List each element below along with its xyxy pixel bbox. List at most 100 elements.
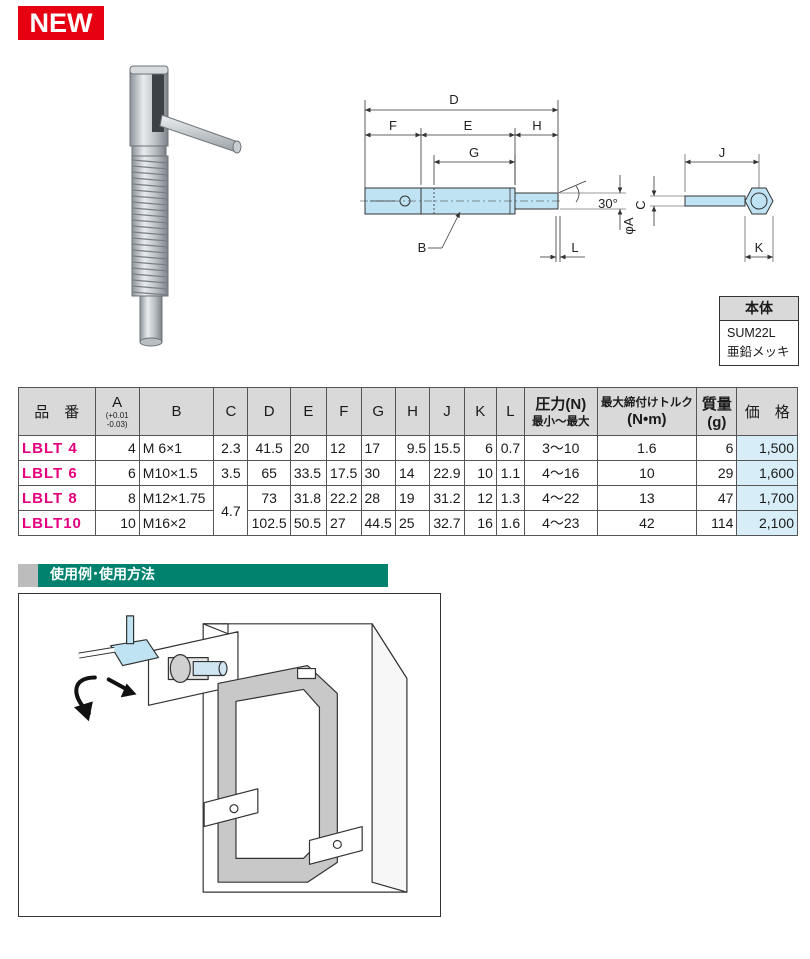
cell-g: 30 [360, 460, 396, 486]
cell-k: 16 [463, 510, 497, 536]
table-header-row: 品 番 A (+0.01 -0.03) B C D E F G H J K L … [18, 387, 798, 436]
usage-illustration [18, 593, 441, 917]
thread-line [131, 255, 169, 260]
cell-code: LBLT 8 [18, 485, 96, 511]
cell-b: M12×1.75 [138, 485, 215, 511]
dim-label-phi-a: φA [621, 217, 636, 234]
cell-k: 12 [463, 485, 497, 511]
thread-line [131, 159, 169, 164]
th-pressure: 圧力(N) 最小～最大 [524, 387, 598, 436]
cell-a: 8 [94, 485, 140, 511]
new-badge: NEW [18, 6, 104, 40]
cell-price: 2,100 [736, 510, 798, 536]
cell-e: 20 [289, 435, 328, 461]
thread-line [131, 207, 169, 212]
cell-d: 73 [247, 485, 291, 511]
cell-e: 33.5 [289, 460, 328, 486]
dimension-drawing: D F E H G B L 30° φA C J K [360, 92, 774, 262]
th-b: B [138, 387, 215, 436]
thread-line [131, 273, 169, 278]
cell-pressure: 4～23 [524, 510, 598, 536]
cell-d: 65 [247, 460, 291, 486]
th-code: 品 番 [18, 387, 96, 436]
usage-section-header: 使用例･使用方法 [18, 564, 388, 587]
cell-c: 3.5 [213, 460, 249, 486]
cell-mass: 47 [696, 485, 738, 511]
cell-j: 22.9 [429, 460, 465, 486]
th-a-tol-upper: (+0.01 [105, 411, 129, 420]
cell-code: LBLT 6 [18, 460, 96, 486]
cell-torque: 10 [596, 460, 698, 486]
cell-l: 1.1 [495, 460, 526, 486]
cell-c: 2.3 [213, 435, 249, 461]
material-header: 本体 [720, 297, 798, 321]
thread-line [131, 267, 169, 272]
cell-k: 10 [463, 460, 497, 486]
cell-f: 22.2 [326, 485, 362, 511]
th-l: L [495, 387, 526, 436]
th-torque-unit: (N•m) [627, 411, 667, 428]
dim-label-j: J [719, 145, 726, 160]
cell-pressure: 3～10 [524, 435, 598, 461]
dim-label-d: D [449, 92, 458, 107]
cell-d: 102.5 [247, 510, 291, 536]
cell-h: 14 [394, 460, 431, 486]
cell-price: 1,700 [736, 485, 798, 511]
usage-section-title: 使用例･使用方法 [50, 567, 155, 583]
dim-label-g: G [469, 145, 479, 160]
cell-e: 50.5 [289, 510, 328, 536]
thread-line [131, 225, 169, 230]
th-a-label: A [112, 394, 123, 411]
cell-torque: 42 [596, 510, 698, 536]
table-row: LBLT 8 8 M12×1.75 4.7 73 31.8 22.2 28 19… [18, 485, 798, 536]
cell-g: 28 [360, 485, 396, 511]
thread-line [131, 213, 169, 218]
thread-line [131, 195, 169, 200]
thread-line [131, 177, 169, 182]
th-e: E [289, 387, 328, 436]
cell-j: 32.7 [429, 510, 465, 536]
th-h: H [394, 387, 431, 436]
section-stripe [18, 564, 38, 587]
cell-code: LBLT10 [18, 510, 96, 536]
table-row: LBLT 4 4 M 6×1 2.3 41.5 20 12 17 9.5 15.… [18, 435, 798, 461]
cell-b: M10×1.5 [138, 460, 215, 486]
cell-a: 4 [94, 435, 140, 461]
th-torque-label: 最大締付けトルク [600, 397, 693, 409]
cell-l: 1.6 [495, 510, 526, 536]
product-photo [129, 65, 242, 347]
th-j: J [429, 387, 465, 436]
cell-mass: 114 [696, 510, 738, 536]
cell-b: M16×2 [138, 510, 215, 536]
thread-line [131, 183, 169, 188]
cell-torque: 13 [596, 485, 698, 511]
cell-e: 31.8 [289, 485, 328, 511]
cell-k: 6 [463, 435, 497, 461]
cell-j: 15.5 [429, 435, 465, 461]
cell-h: 19 [394, 485, 431, 511]
thread-line [131, 243, 169, 248]
cell-a: 6 [94, 460, 140, 486]
cell-f: 12 [326, 435, 362, 461]
cell-c-merged: 4.7 [213, 485, 249, 536]
cell-d: 41.5 [247, 435, 291, 461]
thread-line [131, 165, 169, 170]
dim-label-f: F [389, 118, 397, 133]
th-mass: 質量 (g) [696, 387, 738, 436]
dim-label-c: C [633, 200, 648, 209]
cell-f: 17.5 [326, 460, 362, 486]
cell-pressure: 4～22 [524, 485, 598, 511]
material-line-1: SUM22L [727, 326, 776, 340]
cell-h: 25 [394, 510, 431, 536]
cell-torque: 1.6 [596, 435, 698, 461]
cell-mass: 6 [696, 435, 738, 461]
spec-table: 品 番 A (+0.01 -0.03) B C D E F G H J K L … [18, 387, 798, 536]
cell-g: 17 [360, 435, 396, 461]
th-a-tol-lower: -0.03) [106, 420, 128, 429]
cell-l: 0.7 [495, 435, 526, 461]
cell-a: 10 [94, 510, 140, 536]
cell-l: 1.3 [495, 485, 526, 511]
cell-mass: 29 [696, 460, 738, 486]
table-row: LBLT10 10 M16×2 102.5 50.5 27 44.5 25 32… [18, 510, 798, 536]
thread-line [131, 285, 169, 290]
